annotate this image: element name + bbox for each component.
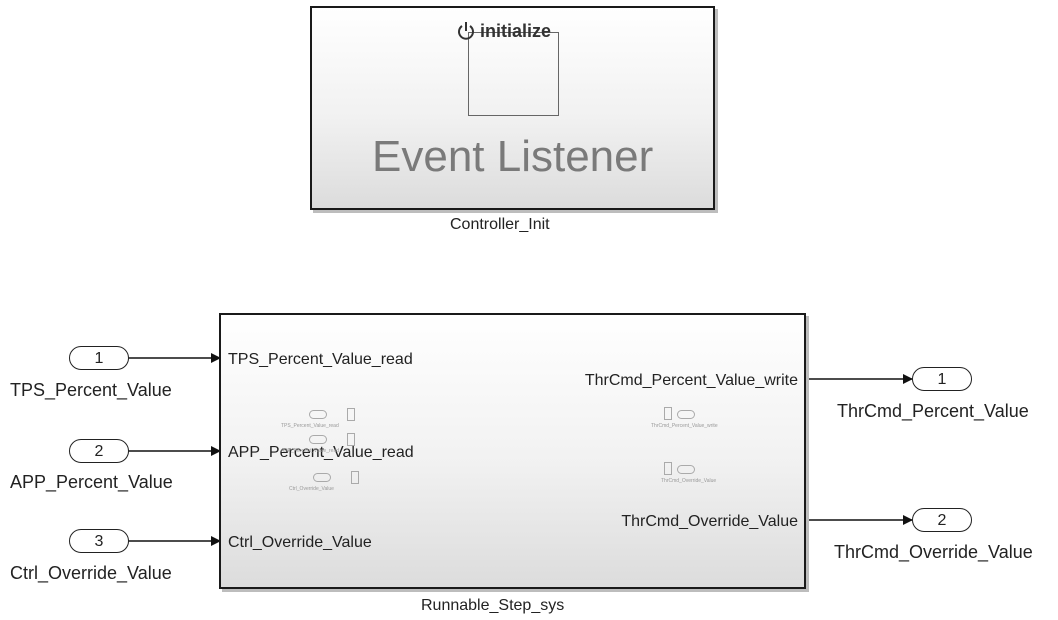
event-listener-block[interactable]: initialize Event Listener: [310, 6, 715, 210]
mini-block: [347, 433, 355, 446]
inport-1-name: TPS_Percent_Value: [10, 380, 172, 400]
inport-2[interactable]: 2: [69, 439, 129, 463]
output-port-label-2: ThrCmd_Override_Value: [621, 513, 798, 530]
event-listener-inner-box: [468, 32, 559, 116]
mini-block: [351, 471, 359, 484]
mini-inport-tag: [309, 435, 327, 444]
mini-label: ThrCmd_Override_Value: [661, 478, 717, 484]
event-listener-title: Event Listener: [372, 132, 654, 181]
mini-block: [347, 408, 355, 421]
power-icon: [456, 21, 476, 41]
mini-block: [664, 462, 672, 475]
output-port-label-1: ThrCmd_Percent_Value_write: [584, 372, 798, 389]
runnable-step-block[interactable]: TPS_Percent_Value_read APP_Percent_Value…: [219, 313, 806, 589]
mini-block: [664, 407, 672, 420]
inport-3-name: Ctrl_Override_Value: [10, 563, 172, 583]
input-port-label-3: Ctrl_Override_Value: [228, 534, 372, 551]
mini-label: ThrCmd_Percent_Value_write: [651, 423, 718, 429]
mini-inport-tag: [309, 410, 327, 419]
event-trigger-label: initialize: [480, 21, 552, 41]
outport-2[interactable]: 2: [912, 508, 972, 532]
mini-label: TPS_Percent_Value_read: [281, 423, 339, 429]
mini-outport-tag: [677, 410, 695, 419]
input-port-label-2: APP_Percent_Value_read: [228, 444, 414, 461]
runnable-step-caption: Runnable_Step_sys: [421, 597, 565, 614]
outport-2-name: ThrCmd_Override_Value: [834, 542, 1033, 562]
mini-label: Ctrl_Override_Value: [289, 486, 334, 492]
mini-outport-tag: [677, 465, 695, 474]
mini-inport-tag: [313, 473, 331, 482]
outport-1-name: ThrCmd_Percent_Value: [837, 401, 1029, 421]
outport-1[interactable]: 1: [912, 367, 972, 391]
inport-1[interactable]: 1: [69, 346, 129, 370]
inport-2-name: APP_Percent_Value: [10, 472, 173, 492]
mini-label: APP_Percent_Value_read: [281, 448, 340, 454]
input-port-label-1: TPS_Percent_Value_read: [228, 351, 413, 368]
inport-3[interactable]: 3: [69, 529, 129, 553]
event-listener-caption: Controller_Init: [450, 216, 550, 233]
